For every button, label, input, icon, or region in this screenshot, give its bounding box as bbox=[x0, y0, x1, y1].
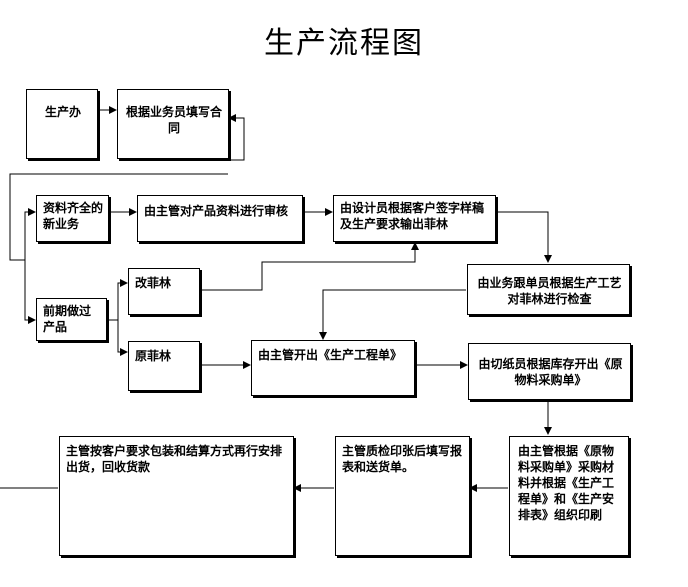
node-new-business: 资料齐全的新业务 bbox=[36, 195, 109, 242]
connector-contract-trunk bbox=[9, 173, 228, 261]
node-production-order: 由主管开出《生产工程单》 bbox=[251, 340, 415, 396]
arrow-to-change-film bbox=[117, 279, 128, 320]
node-purchase-order: 由切纸员根据库存开出《原物料采购单》 bbox=[468, 343, 631, 400]
arrow-inspect-to-order bbox=[319, 289, 466, 340]
node-original-film: 原菲林 bbox=[128, 341, 200, 391]
node-change-film: 改菲林 bbox=[128, 268, 200, 315]
arrow-to-new-business bbox=[24, 208, 36, 260]
arrow-to-earlier bbox=[24, 260, 36, 324]
node-production-office: 生产办 bbox=[26, 89, 98, 159]
node-print: 由主管根据《原物料采购单》采购材料并根据《生产工程单》和《生产安排表》组织印刷 bbox=[509, 436, 629, 556]
node-design-output: 由设计员根据客户签字样稿及生产要求输出菲林 bbox=[333, 195, 496, 242]
node-audit: 由主管对产品资料进行审核 bbox=[137, 195, 303, 242]
arrow-to-original-film bbox=[117, 320, 128, 356]
arrow-change-to-design bbox=[200, 242, 419, 291]
node-earlier-products: 前期做过产品 bbox=[36, 298, 107, 341]
arrow-design-to-inspect bbox=[496, 211, 552, 263]
node-film-inspection: 由业务跟单员根据生产工艺对菲林进行检查 bbox=[467, 264, 630, 315]
node-ship-collect: 主管按客户要求包装和结算方式再行安排出货，回收货款 bbox=[59, 436, 294, 556]
page-title: 生产流程图 bbox=[264, 26, 424, 61]
arrow-contract-loop bbox=[228, 114, 245, 161]
node-fill-contract: 根据业务员填写合同 bbox=[117, 89, 229, 159]
node-quality-check: 主管质检印张后填写报表和送货单。 bbox=[335, 436, 470, 556]
